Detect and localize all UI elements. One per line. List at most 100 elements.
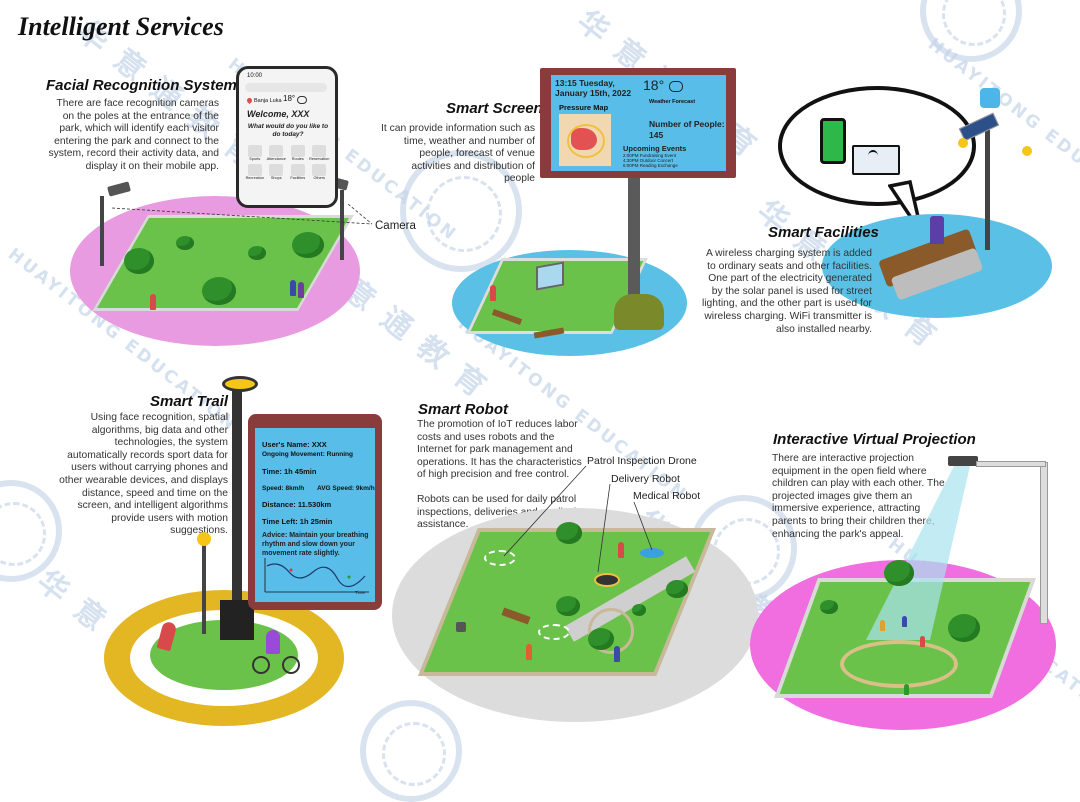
app-tile-label: Facilities	[290, 176, 306, 180]
app-tile-routes[interactable]: Routes	[287, 145, 309, 161]
app-tile-recreation[interactable]: Recreation	[244, 164, 266, 180]
person-figure	[490, 285, 496, 301]
trail-lamp-pole	[232, 382, 242, 612]
bicycle-icon	[252, 656, 270, 674]
speech-bubble	[778, 86, 976, 206]
phone-search-bar[interactable]	[245, 83, 327, 92]
delivery-robot-icon	[456, 622, 466, 632]
app-tile-reservation[interactable]: Reservation	[309, 145, 331, 161]
app-tile-label: Shops	[270, 176, 282, 180]
tree-icon	[820, 600, 838, 614]
trail-time-left: Time Left: 1h 25min	[262, 517, 333, 526]
app-tile-shops[interactable]: Shops	[266, 164, 288, 180]
tree-icon	[556, 596, 580, 616]
camera-pointer-lines	[111, 203, 373, 225]
app-tile-label: Routes	[291, 157, 304, 161]
trail-avg-speed: AVG Speed: 9km/h	[317, 485, 375, 492]
tree-icon	[666, 580, 688, 598]
person-figure	[930, 216, 944, 244]
tree-icon	[202, 277, 236, 305]
projection-title: Interactive Virtual Projection	[773, 431, 976, 448]
app-tile-label: Reservation	[309, 157, 330, 161]
tree-icon	[292, 232, 324, 258]
projector-arm	[976, 461, 1046, 467]
app-tile-sports[interactable]: Sports	[244, 145, 266, 161]
robot-pointer-lines	[503, 465, 653, 573]
phone-mockup: 10:00 Banja Luka 18° Welcome, XXX What w…	[236, 66, 338, 208]
wifi-icon	[980, 88, 1000, 108]
tree-icon	[884, 560, 914, 586]
facial-title: Facial Recognition System	[46, 77, 237, 94]
lamp-base	[220, 600, 254, 640]
child-figure	[904, 684, 909, 695]
bicycle-icon	[282, 656, 300, 674]
wifi-icon	[868, 150, 878, 162]
phone-time: 10:00	[247, 73, 263, 79]
app-tile-facilities[interactable]: Facilities	[287, 164, 309, 180]
screen-event-item: 6:00PM Reading Exchange	[623, 163, 678, 168]
app-tile-label: Sports	[249, 157, 261, 161]
trail-screen-display: User's Name: XXX Ongoing Movement: Runni…	[255, 428, 375, 602]
robot-title: Smart Robot	[418, 401, 508, 418]
person-figure	[290, 280, 296, 296]
app-tile-others[interactable]: Others	[309, 164, 331, 180]
pressure-map	[559, 114, 611, 166]
child-figure	[920, 636, 925, 647]
smart-screen-frame: 13:15 Tuesday, January 15th, 2022 18° Pr…	[540, 68, 736, 178]
screen-event-item: 2:00PM Fundraising Event	[623, 153, 677, 158]
tree-icon	[948, 614, 980, 642]
phone-temp: 18°	[283, 94, 296, 103]
person-figure	[618, 542, 624, 558]
camera-label: Camera	[375, 220, 416, 232]
screen-title: Smart Screen	[446, 100, 543, 117]
screen-people-count: 145	[649, 130, 664, 140]
projection-desc: There are interactive projection equipme…	[772, 453, 945, 540]
screen-pressure-map-label: Pressure Map	[559, 103, 609, 112]
facilities-desc: A wireless charging system is added to o…	[701, 248, 872, 335]
phone-charging-icon	[820, 118, 846, 164]
camera-pole	[340, 190, 344, 260]
smart-screen-display: 13:15 Tuesday, January 15th, 2022 18° Pr…	[551, 75, 726, 171]
tree-icon	[124, 248, 154, 274]
bush-icon	[614, 294, 664, 330]
tree-icon	[248, 246, 266, 260]
app-tile-label: Recreation	[245, 176, 264, 180]
sun-cloud-icon	[669, 81, 683, 92]
lamp-icon	[958, 138, 968, 148]
trail-distance: Distance: 11.530km	[262, 500, 332, 509]
sun-cloud-icon	[297, 96, 307, 104]
page-title: Intelligent Services	[18, 12, 224, 41]
person-figure	[150, 294, 156, 310]
app-tile-label: Attendance	[266, 157, 286, 161]
lamp-post	[202, 542, 206, 634]
kiosk-panel	[536, 261, 564, 291]
screen-datetime: 13:15 Tuesday, January 15th, 2022	[555, 78, 632, 98]
drone-icon	[538, 624, 570, 640]
robot-path-loop	[588, 608, 634, 654]
projection-beam	[866, 466, 970, 640]
medical-drone-icon	[640, 548, 664, 558]
tree-icon	[632, 604, 646, 616]
screen-events-title: Upcoming Events	[623, 144, 687, 153]
screen-desc: It can provide information such as time,…	[381, 123, 535, 185]
location-pin-icon	[245, 96, 254, 105]
person-figure	[614, 646, 620, 662]
person-figure	[298, 282, 304, 298]
app-tile-attendance[interactable]: Attendance	[266, 145, 288, 161]
solar-light-pole	[985, 130, 990, 250]
robot-label-medical: Medical Robot	[633, 490, 701, 502]
person-figure	[526, 644, 532, 660]
screen-weather-forecast: Weather Forecast	[649, 99, 696, 105]
screen-stand	[628, 172, 640, 312]
trail-title: Smart Trail	[150, 393, 229, 410]
trail-chart-x-label: Time	[355, 590, 365, 595]
child-figure	[902, 616, 907, 627]
facial-desc: There are face recognition cameras on th…	[48, 98, 219, 172]
phone-icon-grid: Sports Attendance Routes Reservation Rec…	[244, 145, 330, 180]
trail-screen-frame: User's Name: XXX Ongoing Movement: Runni…	[248, 414, 382, 610]
phone-location: Banja Luka	[254, 98, 282, 104]
drone-icon	[594, 573, 620, 587]
tree-icon	[176, 236, 194, 250]
trail-movement: Ongoing Movement: Running	[262, 451, 353, 458]
trail-speed-chart	[264, 558, 369, 593]
